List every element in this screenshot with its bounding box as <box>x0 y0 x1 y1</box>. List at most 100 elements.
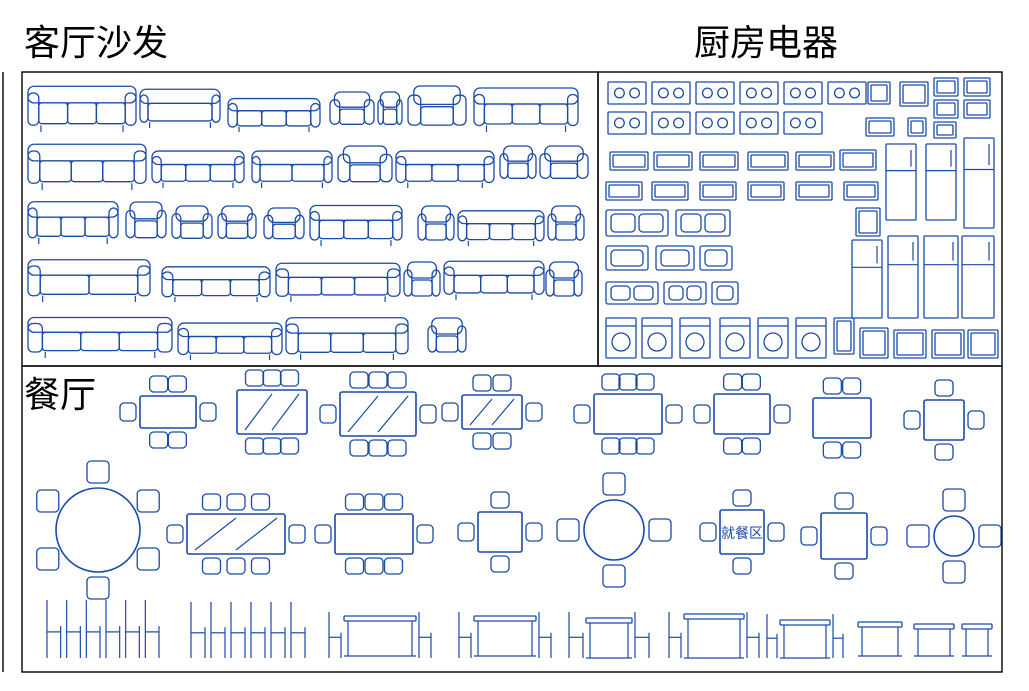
fridge-icon <box>885 143 917 221</box>
sofa-icon <box>443 260 545 300</box>
washer-icon <box>757 317 789 359</box>
washer-icon <box>641 317 673 359</box>
armchair-icon <box>337 145 393 183</box>
armchair-icon <box>125 201 167 239</box>
dining-set-icon <box>457 491 543 573</box>
sink-icon <box>605 281 659 305</box>
chair-elevation-icon <box>190 602 306 658</box>
stove-icon <box>783 81 823 105</box>
appliance-icon <box>651 181 689 201</box>
fridge-icon <box>925 143 957 221</box>
dining-section-frame <box>21 365 1003 673</box>
sofa-icon <box>27 316 173 358</box>
dining-set-icon <box>166 493 306 575</box>
chair-elevation-icon <box>746 612 760 658</box>
sink-icon <box>663 281 707 305</box>
dining-set-icon <box>800 492 888 580</box>
appliance-icon <box>855 207 881 237</box>
chair-elevation-icon <box>668 612 682 658</box>
sofa-section <box>27 85 589 360</box>
dining-set-icon <box>119 375 217 449</box>
dining-set-icon <box>36 460 160 600</box>
sofa-section-title: 客厅沙发 <box>24 23 169 64</box>
sofa-icon <box>395 150 495 188</box>
appliance-icon <box>605 181 643 201</box>
armchair-icon <box>217 205 257 239</box>
fridge-icon <box>923 235 959 319</box>
dining-set-icon <box>903 379 985 461</box>
armchair-icon <box>545 261 583 297</box>
sofa-icon <box>27 259 151 302</box>
appliance-icon <box>843 181 879 201</box>
sink-icon <box>605 209 669 237</box>
dining-set-icon <box>693 373 791 455</box>
stove-icon <box>739 111 779 135</box>
fridge-icon <box>961 235 995 319</box>
chair-elevation-icon <box>634 612 650 658</box>
stove-icon <box>827 81 867 105</box>
chair-elevation-icon <box>46 600 160 658</box>
table-elevation-icon <box>913 623 955 657</box>
washer-icon <box>719 317 751 359</box>
armchair-icon <box>329 91 375 125</box>
fridge-icon <box>887 235 919 319</box>
sofa-icon <box>473 87 579 132</box>
appliance-icon <box>867 81 891 105</box>
stove-icon <box>783 111 823 135</box>
appliance-icon <box>609 151 649 171</box>
table-elevation-icon <box>779 619 831 659</box>
sofa-icon <box>285 317 409 360</box>
sofa-icon <box>251 150 333 188</box>
fridge-icon <box>851 239 883 319</box>
appliance-icon <box>795 151 835 171</box>
sink-icon <box>675 209 731 237</box>
appliance-icon <box>963 99 991 119</box>
appliance-icon <box>931 329 965 359</box>
fridge-icon <box>963 137 995 229</box>
washer-icon <box>679 317 711 359</box>
sofa-icon <box>227 97 321 132</box>
appliance-icon <box>893 329 927 359</box>
chair-elevation-icon <box>766 614 778 658</box>
appliance-icon <box>699 151 739 171</box>
dining-area-stamp: 就餐区 <box>721 526 763 542</box>
table-elevation-icon <box>683 613 745 659</box>
chair-elevation-icon <box>832 614 844 658</box>
kitchen-section-frame <box>597 71 1003 367</box>
appliance-icon <box>933 77 959 97</box>
armchair-icon <box>171 205 213 239</box>
stove-icon <box>739 81 779 105</box>
chair-elevation-icon <box>418 612 432 658</box>
stove-icon <box>651 111 691 135</box>
washer-icon <box>795 317 827 359</box>
stove-icon <box>607 81 647 105</box>
dining-set-icon <box>812 377 872 459</box>
kitchen-section-title: 厨房电器 <box>694 23 839 64</box>
appliance-icon <box>699 181 737 201</box>
sofa-icon <box>139 88 221 128</box>
sofa-icon <box>177 322 283 360</box>
appliance-icon <box>653 151 693 171</box>
dining-set-icon <box>319 371 437 457</box>
kitchen-section <box>605 77 999 359</box>
appliance-icon <box>967 329 999 359</box>
stove-icon <box>607 111 647 135</box>
table-elevation-icon <box>585 617 633 659</box>
sofa-icon <box>309 204 403 246</box>
armchair-icon <box>417 205 455 241</box>
sofa-icon <box>27 143 147 190</box>
appliance-icon <box>747 181 785 201</box>
armchair-icon <box>263 207 305 240</box>
armchair-icon <box>427 317 467 353</box>
appliance-icon <box>899 81 929 107</box>
washer-icon <box>605 317 637 359</box>
table-elevation-icon <box>857 621 903 657</box>
armchair-icon <box>403 261 441 297</box>
dining-section: 就餐区 <box>36 369 1002 659</box>
dining-set-icon <box>699 489 785 575</box>
armchair-icon <box>499 145 537 179</box>
stove-icon <box>651 81 691 105</box>
sink-icon <box>711 281 739 305</box>
